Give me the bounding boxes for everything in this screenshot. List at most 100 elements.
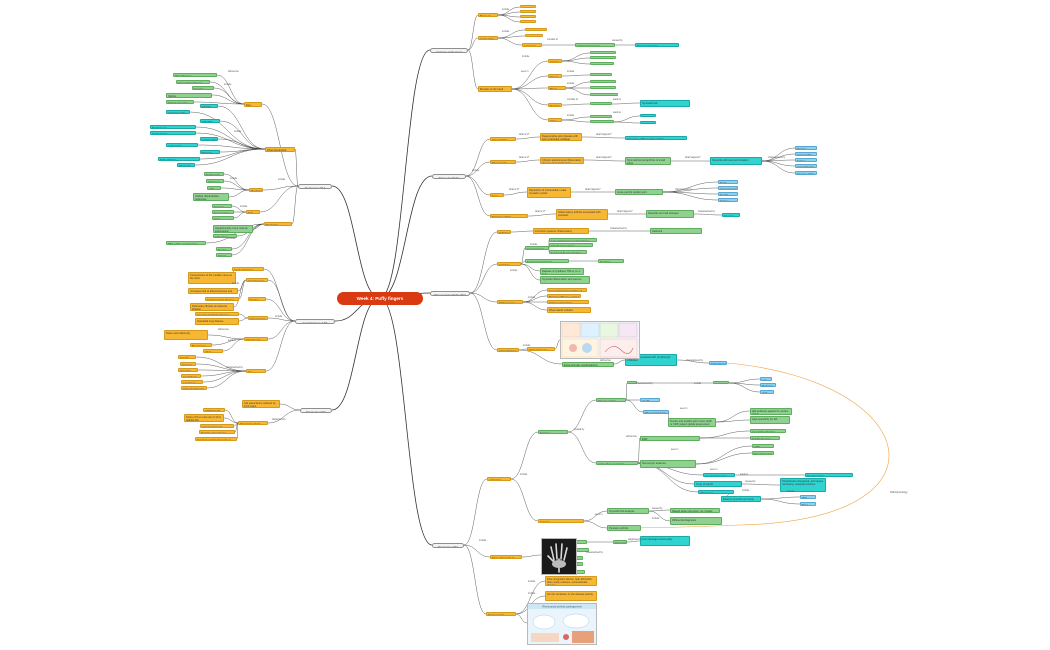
type-gout[interactable]: Gout xyxy=(490,193,504,197)
ra-aetiology[interactable]: Aetiology xyxy=(497,262,521,266)
tx-hcq[interactable]: Hydroxychloroquine xyxy=(200,137,218,141)
cx-vasculitis[interactable]: Vasculitis xyxy=(178,368,198,372)
type-oa-def[interactable]: Degenerative joint disease with loss of … xyxy=(540,133,582,141)
dx-renal[interactable]: Renal function xyxy=(805,473,853,477)
anat-ulnar-artery[interactable]: Ulnar artery xyxy=(590,86,616,89)
anat-phalanges[interactable]: Phalanges xyxy=(520,15,536,18)
dx-joint-inv[interactable]: Joint involvement xyxy=(200,424,234,428)
type-gout-def[interactable]: Deposition of monosodium urate crystals … xyxy=(527,187,571,198)
branch-ra[interactable]: Rheumatoid arthritis (RA) xyxy=(430,291,470,296)
dx-us[interactable]: Ultrasound xyxy=(698,490,734,494)
tx-side-note[interactable]: Hepatotoxicity, bone marrow suppression xyxy=(213,225,253,233)
dx-acr-note[interactable]: Score of 6 or more out of 10 is definite… xyxy=(184,414,224,422)
dx-rf-note[interactable]: IgM antibody against Fc portion of IgG xyxy=(750,408,792,415)
cx-osteo[interactable]: Osteoporosis xyxy=(248,316,268,320)
dx-duration[interactable]: Duration of symptoms xyxy=(199,430,235,434)
dx-fbc[interactable]: Full blood count xyxy=(750,436,780,440)
type-psa-res[interactable]: Dactylitis and nail changes xyxy=(646,210,694,218)
dx-esr[interactable]: ESR xyxy=(640,436,700,441)
tx-arthroplasty[interactable]: Joint replacement xyxy=(212,216,234,220)
anat-phalanges-2[interactable]: Phalanges xyxy=(640,121,656,124)
cx-tendon[interactable]: Tendon rupture xyxy=(248,297,266,301)
dx-haq[interactable]: Health assessment questionnaire xyxy=(640,398,660,402)
cx-amyloid[interactable]: Amyloidosis xyxy=(181,374,201,378)
anat-collateral[interactable]: Collateral ligaments xyxy=(575,43,615,47)
tx-education-2[interactable]: Patient education xyxy=(216,253,232,257)
ra-clinical[interactable]: Clinical features xyxy=(527,347,555,351)
type-psa-def[interactable]: Inflammatory arthritis associated with p… xyxy=(556,209,608,220)
type-fatigue[interactable]: Fatigue xyxy=(795,158,817,162)
tx-dmards[interactable]: DMARDs xyxy=(200,119,220,123)
tx-side[interactable]: Side effects xyxy=(246,210,260,214)
anat-extensor[interactable]: Extensor tendons xyxy=(590,62,614,65)
anat-ulnar[interactable]: Ulnar nerve xyxy=(548,118,562,122)
cx-z[interactable]: Z-thumb deformity xyxy=(181,386,207,390)
dx-low[interactable]: Low disease activity xyxy=(760,377,772,381)
dx-treat-note[interactable]: Aim for remission or low disease activit… xyxy=(545,591,597,601)
anat-median[interactable]: Median nerve xyxy=(590,73,612,76)
type-fatigue-2[interactable]: Fatigue xyxy=(718,198,738,202)
dx-lft[interactable]: Liver function tests xyxy=(703,473,735,477)
dx-acr[interactable]: ACR/EULAR 2010 classification criteria xyxy=(203,408,225,412)
tx-ssz[interactable]: Sulfasalazine xyxy=(150,131,196,135)
cx-cts-note[interactable]: Compression of the median nerve at the w… xyxy=(188,272,236,284)
ra-path2[interactable]: Citrullinated proteins xyxy=(549,243,593,247)
dx-lab[interactable]: Laboratory investigations xyxy=(487,477,511,481)
cx-lymphoma[interactable]: Lymphoma xyxy=(181,380,203,384)
anat-blood[interactable]: Blood supply xyxy=(548,86,566,90)
cx-ulnar-dev[interactable]: Ulnar deviation of fingers xyxy=(203,349,223,353)
dx-das28[interactable]: DAS28 score xyxy=(627,381,637,384)
dx-diff1[interactable]: Psoriatic arthritis xyxy=(607,525,641,531)
ra-genetic[interactable]: Genetic factors xyxy=(525,246,549,250)
tx-ritux[interactable]: Rituximab xyxy=(177,163,195,167)
pathogenesis-diagram-image[interactable]: Rheumatoid arthritis pathogenesis xyxy=(527,603,597,645)
tx-mtx[interactable]: Methotrexate xyxy=(150,125,196,129)
anat-bones[interactable]: Bones of hand xyxy=(478,13,498,17)
type-oa-res[interactable]: Joint pain, stiffness after activity xyxy=(625,136,687,140)
tx-monitor[interactable]: Monitoring xyxy=(264,222,292,226)
dx-differential[interactable]: Differential diagnosis xyxy=(670,517,722,525)
ra-def-text[interactable]: A chronic systemic inflammatory autoimmu… xyxy=(533,228,589,234)
dx-dur-note[interactable]: Symptoms lasting 6 weeks or more xyxy=(195,437,237,441)
tx-fusion[interactable]: Arthrodesis xyxy=(213,234,237,238)
ra-ext[interactable]: Extra-articular manifestations xyxy=(562,362,614,367)
tx-exercise[interactable]: Exercise xyxy=(192,86,214,90)
anat-intrinsic[interactable]: Intrinsic muscles xyxy=(548,59,562,63)
dx-prognosis-note[interactable]: Poor prognostic factors: high RF/ACPA ti… xyxy=(545,576,597,586)
type-ra-res[interactable]: Symmetrical polyarthritis of small joint… xyxy=(625,157,671,165)
anat-joints[interactable]: Joints of the hand xyxy=(478,36,498,40)
branch-prognosis[interactable]: Prognosis of RA xyxy=(432,543,464,548)
dx-xray[interactable]: X-ray of hands xyxy=(694,481,742,487)
tx-jak[interactable]: JAK inhibitors xyxy=(207,186,221,190)
type-hyperur[interactable]: Hyperuricaemia xyxy=(718,186,738,190)
dx-platelets[interactable]: Thrombocytosis xyxy=(752,451,774,455)
dx-xray-caption[interactable]: Plain radiograph of hands xyxy=(490,555,522,559)
anat-synovial[interactable]: Synovial joints xyxy=(520,20,536,23)
ra-path5[interactable]: Synovial inflammation and pannus xyxy=(540,276,590,284)
cx-infect[interactable]: Infection risk xyxy=(244,337,268,341)
type-morning[interactable]: Morning stiffness xyxy=(795,146,817,150)
dx-rem[interactable]: Remission xyxy=(713,381,729,384)
anat-retinaculum[interactable]: Flexor retinaculum xyxy=(635,43,679,47)
dx-treat[interactable]: Treat to target strategy xyxy=(486,612,516,616)
cx-eye[interactable]: Eye involvement xyxy=(246,369,266,373)
type-oa[interactable]: Osteoarthritis xyxy=(490,137,516,141)
branch-complications[interactable]: Complications of RA xyxy=(295,319,335,324)
ra-env[interactable]: Environmental factors xyxy=(525,259,569,263)
anat-capsule[interactable]: Joint capsule xyxy=(525,28,547,31)
dx-high[interactable]: High disease activity xyxy=(760,390,774,394)
dx-criteria[interactable]: Diagnostic criteria xyxy=(238,421,268,425)
ra-pathogenesis[interactable]: Pathogenesis xyxy=(497,300,523,304)
tx-education[interactable]: Patient education xyxy=(166,100,194,104)
ra-clin4[interactable]: Rheumatoid nodules xyxy=(547,307,591,313)
cx-bout[interactable]: Boutonniere deformity xyxy=(190,343,212,347)
type-gout-res[interactable]: Acute painful swollen joint xyxy=(615,189,663,195)
dx-assessment[interactable]: Disease activity assessment xyxy=(596,398,626,402)
anat-nerves[interactable]: Nerves xyxy=(548,74,562,78)
tx-ot[interactable]: Occupational therapy xyxy=(176,80,210,84)
ra-path3[interactable]: T cell and B cell activation xyxy=(549,250,587,254)
tx-lef[interactable]: Leflunomide xyxy=(166,143,198,147)
tx-toci[interactable]: Tocilizumab xyxy=(204,172,224,176)
tx-pharm[interactable]: Pharmacological xyxy=(265,147,295,152)
dx-mri-note[interactable]: Bone marrow oedema xyxy=(800,502,816,506)
